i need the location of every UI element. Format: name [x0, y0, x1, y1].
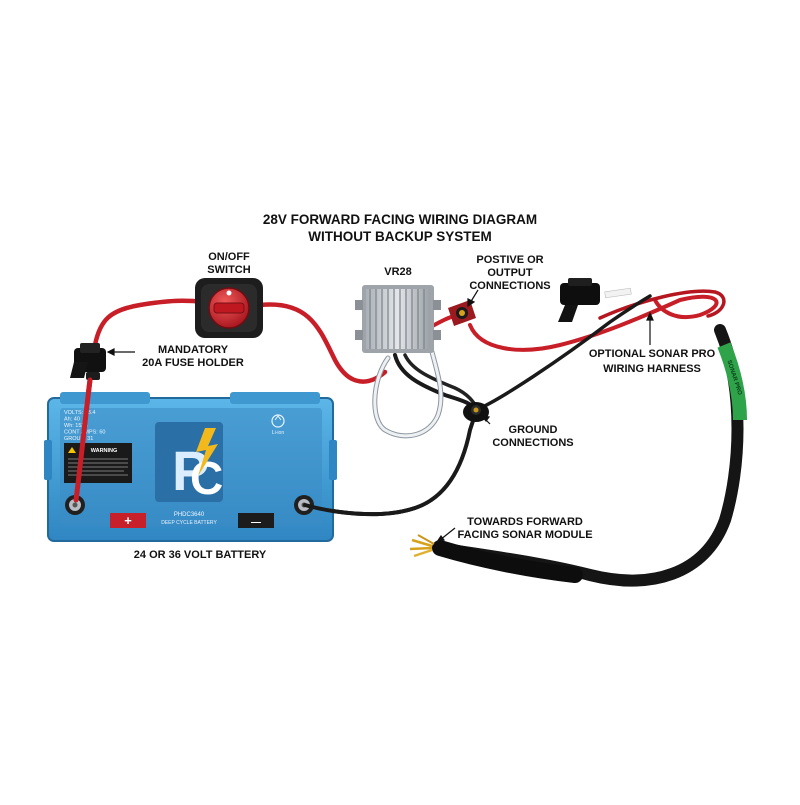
- recycle-icon: [271, 414, 285, 428]
- fuse-holder-label: MANDATORY 20A FUSE HOLDER: [128, 344, 258, 370]
- red-wire-fuse-to-switch: [92, 298, 208, 348]
- harness-fuse-holder: [558, 278, 600, 322]
- red-wire-switch-to-vr28: [257, 302, 388, 384]
- battery-spec-line: VOLTS: 38.4: [64, 410, 95, 416]
- black-wire-ground-to-harness: [474, 294, 652, 412]
- red-wire-positive-to-harness: [468, 294, 719, 352]
- ground-label-line1: GROUND: [508, 424, 558, 436]
- vr28-converter: [355, 285, 441, 353]
- switch-label-line1: ON/OFF: [208, 251, 250, 263]
- vr28-label: VR28: [384, 266, 412, 278]
- sonar-harness-sleeve: [432, 540, 583, 583]
- harness-green-band: [717, 342, 747, 421]
- positive-marker-text: +: [124, 513, 132, 528]
- battery-spec-line: Ah: 40: [64, 417, 80, 423]
- battery-spec-line: GROUP: 31: [64, 436, 93, 442]
- sonar-connector-pins: [409, 534, 435, 558]
- positive-label-line3: CONNECTIONS: [469, 280, 551, 292]
- black-wire-over-battery: [303, 503, 417, 517]
- switch-label-line2: SWITCH: [207, 264, 251, 276]
- ground-connections-label: GROUND CONNECTIONS: [488, 424, 578, 450]
- towards-sonar-label: TOWARDS FORWARD FACING SONAR MODULE: [450, 516, 600, 542]
- positive-label-line2: OUTPUT: [487, 267, 533, 279]
- battery-warning-title: WARNING: [91, 448, 118, 454]
- positive-label-line1: POSTIVE OR: [476, 254, 544, 266]
- fuse-holder: [70, 343, 106, 380]
- positive-marker: [110, 513, 146, 528]
- battery-positive-terminal: [65, 495, 85, 515]
- callout-arrows: [106, 289, 654, 544]
- fuse-label-line1: MANDATORY: [157, 344, 229, 356]
- battery-type: DEEP CYCLE BATTERY: [161, 520, 217, 526]
- white-wire-vr28-loop-inner: [373, 350, 443, 438]
- sonar-label-line1: OPTIONAL SONAR PRO: [588, 348, 716, 360]
- switch-label: ON/OFF SWITCH: [196, 251, 262, 277]
- ground-label-line2: CONNECTIONS: [492, 437, 574, 449]
- diagram-title-line2: WITHOUT BACKUP SYSTEM: [308, 229, 492, 244]
- positive-stud: [448, 300, 476, 326]
- positive-connections-label: POSTIVE OR OUTPUT CONNECTIONS: [455, 254, 565, 293]
- battery-model: PHDC3640: [174, 512, 205, 518]
- towards-label-line2: FACING SONAR MODULE: [457, 529, 593, 541]
- negative-marker: [238, 513, 274, 528]
- battery-caption: 24 OR 36 VOLT BATTERY: [133, 549, 267, 561]
- diagram-title-line1: 28V FORWARD FACING WIRING DIAGRAM: [262, 212, 538, 227]
- harness-label-tag: [604, 287, 632, 299]
- towards-label-line1: TOWARDS FORWARD: [467, 516, 583, 528]
- fuse-label-line2: 20A FUSE HOLDER: [142, 357, 244, 369]
- battery-spec-line: Wh: 1536: [64, 423, 88, 429]
- sonar-label-line2: WIRING HARNESS: [603, 363, 701, 375]
- warning-triangle-icon: [68, 447, 76, 453]
- red-wire-over-battery: [73, 377, 93, 503]
- negative-marker-text: —: [251, 517, 261, 528]
- battery-brand-logo-icon: P C: [155, 422, 223, 504]
- battery-chemistry-label: Li-ion: [272, 430, 284, 436]
- sonar-harness-label: OPTIONAL SONAR PRO WIRING HARNESS: [582, 347, 722, 377]
- battery-switch: [195, 278, 263, 338]
